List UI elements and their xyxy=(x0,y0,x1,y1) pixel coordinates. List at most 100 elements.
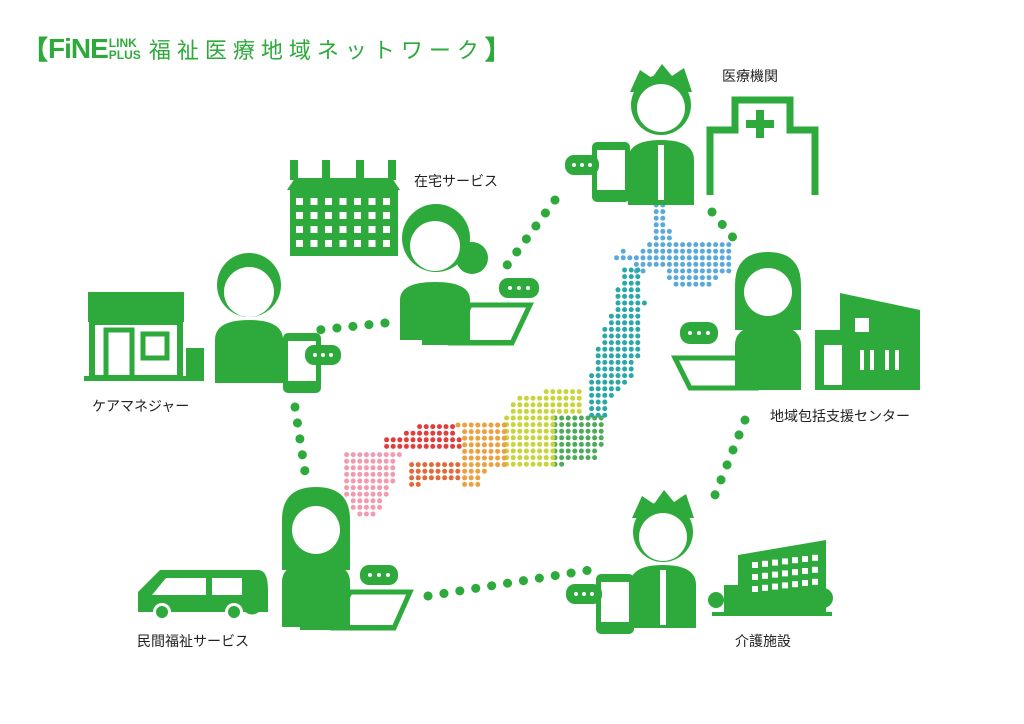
title-bracket-open: 【 xyxy=(22,36,49,66)
map-dot xyxy=(481,429,487,435)
map-dot xyxy=(475,468,481,474)
map-dot xyxy=(409,462,415,468)
map-dot xyxy=(357,498,363,504)
map-dot xyxy=(357,458,363,464)
map-dot xyxy=(660,209,666,215)
map-dot xyxy=(622,313,628,319)
map-dot xyxy=(510,435,516,441)
map-dot xyxy=(608,346,614,352)
map-dot xyxy=(578,428,584,434)
map-dot xyxy=(622,293,628,299)
map-dot xyxy=(550,435,556,441)
map-dot xyxy=(572,428,578,434)
label-private-welfare: 民間福祉サービス xyxy=(137,634,249,650)
map-dot xyxy=(635,307,641,313)
map-dot xyxy=(495,455,501,461)
map-dot xyxy=(615,366,621,372)
link-home-doctor xyxy=(500,195,560,273)
map-dot xyxy=(592,435,598,441)
map-dot xyxy=(475,429,481,435)
map-dot xyxy=(622,267,628,273)
map-dot xyxy=(450,430,456,436)
window xyxy=(325,198,332,205)
window xyxy=(325,212,332,219)
map-dot xyxy=(572,448,578,454)
map-dot xyxy=(537,402,543,408)
map-dot xyxy=(615,320,621,326)
map-dot xyxy=(653,248,659,254)
map-dot xyxy=(350,498,356,504)
logo-plus: PLUS xyxy=(108,47,141,62)
map-dot xyxy=(602,399,608,405)
map-dot xyxy=(628,346,634,352)
map-dot xyxy=(377,504,383,510)
map-dot xyxy=(501,435,507,441)
map-dot xyxy=(565,455,571,461)
logo-linkplus: LINK PLUS xyxy=(109,37,141,61)
map-dot xyxy=(543,422,549,428)
map-dot xyxy=(595,359,601,365)
map-dot xyxy=(455,462,461,468)
map-dot xyxy=(608,392,614,398)
map-dot xyxy=(570,408,576,414)
doctor-person-icon xyxy=(628,64,694,205)
map-dot xyxy=(510,422,516,428)
phone-icon xyxy=(596,574,634,634)
map-dot xyxy=(653,209,659,215)
map-dot xyxy=(530,455,536,461)
map-dot xyxy=(635,333,641,339)
map-dot xyxy=(713,255,719,261)
map-dot xyxy=(523,441,529,447)
map-dot xyxy=(481,448,487,454)
map-dot xyxy=(377,491,383,497)
map-dot xyxy=(647,255,653,261)
map-dot xyxy=(598,435,604,441)
map-dot xyxy=(517,408,523,414)
map-dot xyxy=(635,313,641,319)
map-dot xyxy=(673,242,679,248)
map-dot xyxy=(523,408,529,414)
logo-link: LINK xyxy=(108,35,137,50)
map-dot xyxy=(572,435,578,441)
map-dot xyxy=(442,462,448,468)
window xyxy=(368,212,376,219)
map-dot xyxy=(576,402,582,408)
map-dot xyxy=(390,437,396,443)
window xyxy=(354,212,361,219)
map-dot xyxy=(713,268,719,274)
window xyxy=(792,569,798,576)
window xyxy=(368,226,376,233)
map-dot xyxy=(673,255,679,261)
map-dot xyxy=(543,455,549,461)
window xyxy=(812,566,818,573)
map-dot xyxy=(481,442,487,448)
map-dot xyxy=(565,448,571,454)
map-dot xyxy=(423,430,429,436)
map-dot xyxy=(680,281,686,287)
map-dot xyxy=(370,485,376,491)
map-dot xyxy=(706,261,712,267)
map-dot xyxy=(641,300,647,306)
map-dot xyxy=(436,437,442,443)
map-dot xyxy=(585,422,591,428)
map-dot xyxy=(666,255,672,261)
map-dot xyxy=(383,491,389,497)
map-dot xyxy=(608,366,614,372)
map-dot xyxy=(475,475,481,481)
link-home-caremanager xyxy=(313,318,390,335)
map-dot xyxy=(363,485,369,491)
map-dot xyxy=(403,443,409,449)
map-dot xyxy=(344,465,350,471)
map-dot xyxy=(653,228,659,234)
map-dot xyxy=(517,455,523,461)
map-dot xyxy=(357,452,363,458)
map-dot xyxy=(455,468,461,474)
map-dot xyxy=(680,248,686,254)
window xyxy=(772,559,778,566)
map-dot xyxy=(666,228,672,234)
map-dot xyxy=(462,475,468,481)
map-dot xyxy=(666,248,672,254)
map-dot xyxy=(726,261,732,267)
map-dot xyxy=(430,443,436,449)
map-dot xyxy=(628,373,634,379)
